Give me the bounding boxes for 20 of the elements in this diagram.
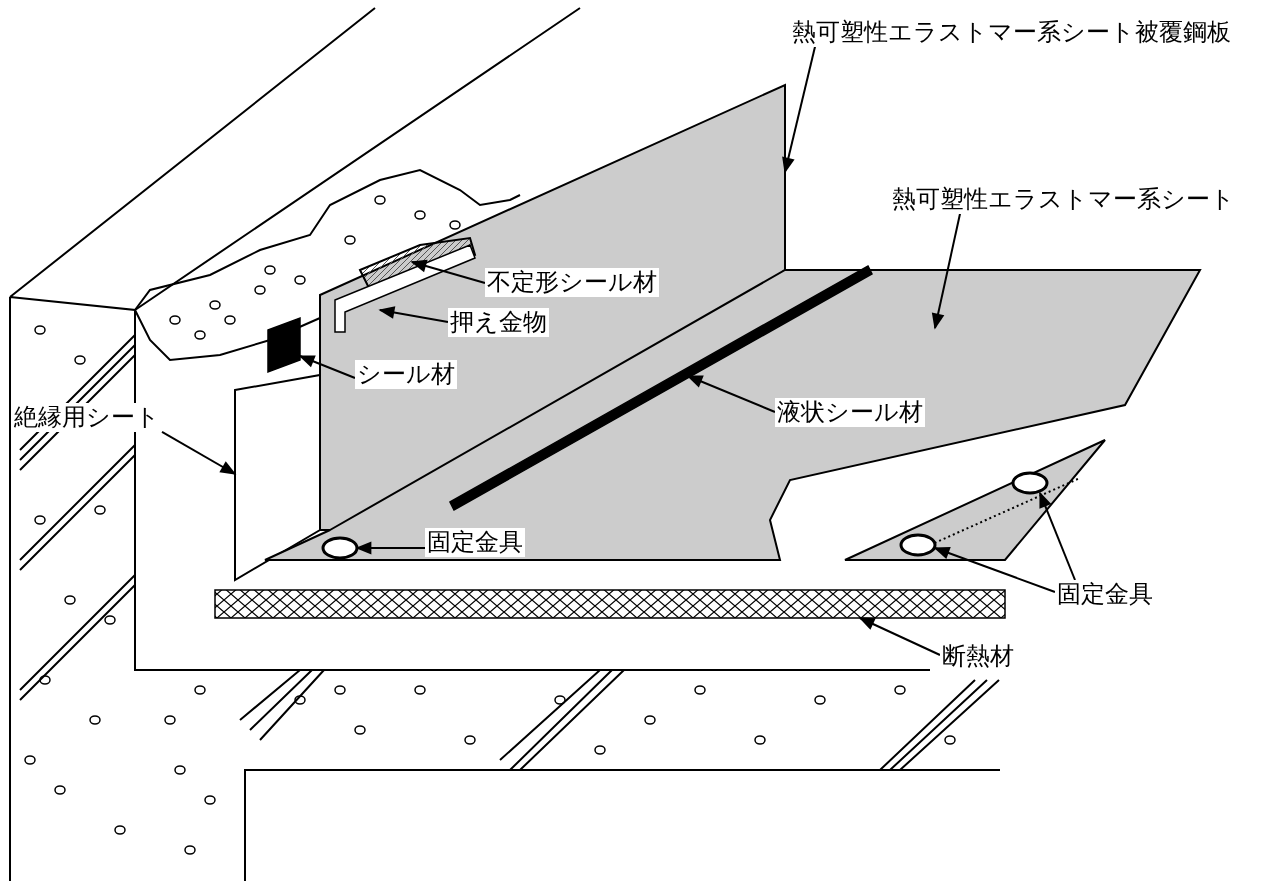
part-label: 固定金具 [1055,580,1155,609]
leader-line [410,259,486,284]
fixing-fastener [1011,471,1049,495]
waterproof-sheet [264,269,1202,561]
part-label: 熱可塑性エラストマー系シート被覆鋼板 [790,18,1233,47]
leader-line [782,45,816,174]
insulation-board [214,589,1006,619]
leader-line [858,617,941,656]
leader-line [686,375,776,413]
insulating-sheet [234,373,321,582]
part-label: 断熱材 [940,642,1016,671]
leader-line [161,430,237,475]
fixing-fastener [899,533,937,557]
leader-line [298,355,356,379]
leader-line [1039,491,1076,581]
leader-line [931,212,961,330]
leader-line [933,546,1056,593]
leader-line [355,541,426,555]
leader-line [378,306,449,323]
seal-strip [267,316,301,374]
